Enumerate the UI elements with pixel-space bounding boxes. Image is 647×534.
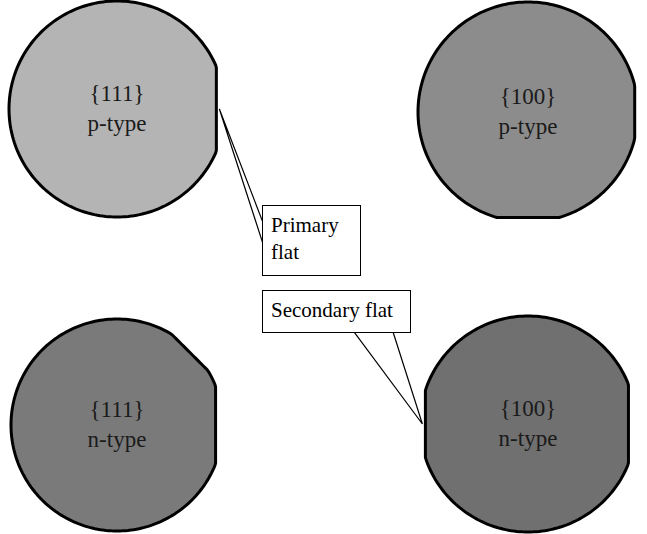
wafer-outline — [418, 2, 638, 222]
wafer-disc: {111}p-type — [9, 1, 225, 217]
label-text: {100} — [500, 394, 557, 424]
wafer-shape — [418, 2, 635, 218]
wafer-shape — [425, 316, 628, 532]
label-text: p-type — [499, 112, 558, 142]
label-text: {111} — [90, 395, 145, 425]
wafer-disc: {100}n-type — [420, 316, 636, 532]
label-text: n-type — [499, 424, 558, 454]
callout-pointer — [219, 109, 263, 244]
wafer-shape — [11, 319, 216, 531]
label-text: n-type — [88, 425, 147, 455]
callout-box: Primary flat — [262, 205, 361, 276]
callout-pointer — [354, 332, 422, 424]
wafer-outline — [9, 1, 225, 217]
label-text: p-type — [88, 109, 147, 139]
label-text: Primary flat — [271, 212, 352, 267]
wafer-outline — [11, 319, 223, 531]
wafer-shape — [9, 1, 216, 217]
wafer-disc: {111}n-type — [11, 319, 223, 531]
wafer-outline — [420, 316, 636, 532]
label-text: Secondary flat — [271, 297, 402, 324]
callout-box: Secondary flat — [262, 290, 411, 333]
wafer-disc: {100}p-type — [418, 2, 638, 222]
label-text: {111} — [90, 79, 145, 109]
label-text: {100} — [500, 82, 557, 112]
